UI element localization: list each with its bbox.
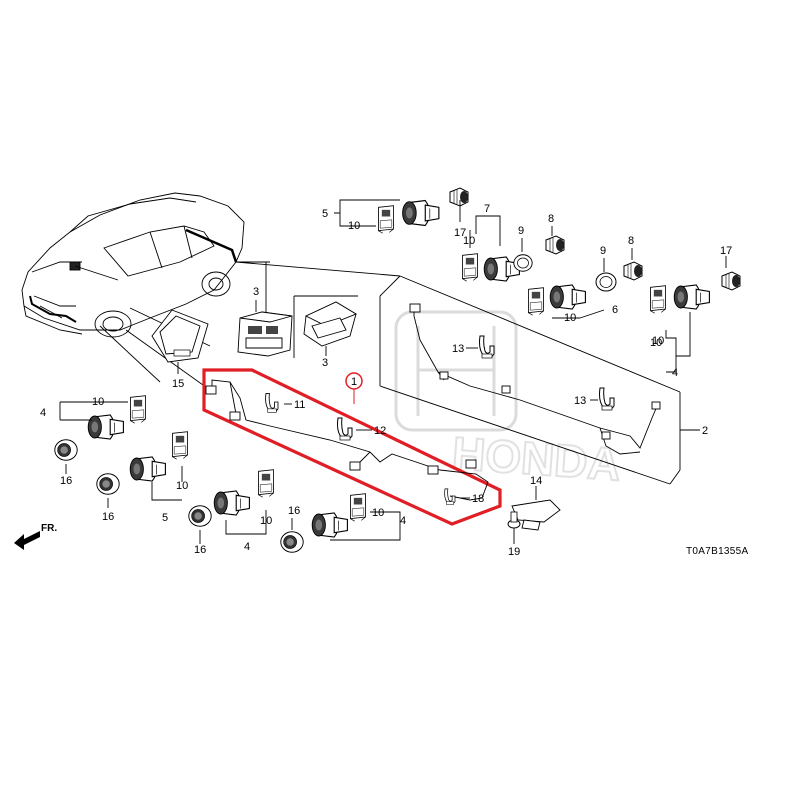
callout-18: 18 [472, 493, 484, 505]
callout-5b: 5 [162, 512, 168, 524]
callout-4b: 4 [244, 541, 250, 553]
clip-11 [265, 392, 279, 413]
callout-19: 19 [508, 546, 520, 558]
clip-13-lower [599, 387, 615, 411]
callout-8b: 8 [628, 235, 634, 247]
callout-6: 6 [612, 304, 618, 316]
callout-10c: 10 [564, 312, 576, 324]
callout-17a: 17 [454, 227, 466, 239]
callout-9a: 9 [518, 225, 524, 237]
callout-4a: 4 [40, 407, 46, 419]
highlight-box-part-1 [202, 368, 502, 526]
callout-4c: 4 [400, 515, 406, 527]
callout-10i: 10 [650, 337, 662, 349]
callout-14: 14 [530, 475, 542, 487]
callout-10b: 10 [463, 235, 475, 247]
car-illustration [21, 192, 401, 391]
callout-1: 1 [351, 376, 357, 388]
control-unit-15 [151, 309, 209, 363]
honda-watermark: HONDA [394, 310, 623, 491]
callout-13a: 13 [452, 343, 464, 355]
callout-7: 7 [484, 203, 490, 215]
clip-18 [444, 488, 456, 506]
callout-3b: 3 [322, 357, 328, 369]
sensor-harness-2 [409, 303, 661, 455]
clip-12 [337, 417, 353, 441]
bracket-14 [511, 499, 561, 531]
callout-16d: 16 [288, 505, 300, 517]
callout-3a: 3 [253, 286, 259, 298]
callout-labels: 1 2 3 3 4 4 4 4 5 5 6 7 8 8 9 9 10 10 10… [40, 203, 732, 558]
callout-11: 11 [294, 399, 305, 411]
callout-16b: 16 [102, 511, 114, 523]
callout-10g: 10 [260, 515, 272, 527]
callout-2: 2 [702, 425, 708, 437]
callout-10d: 10 [652, 335, 664, 347]
sensor-group-top [377, 187, 741, 316]
front-arrow-icon [14, 531, 40, 550]
exploded-view-frame [265, 262, 681, 485]
front-direction-indicator: FR. [14, 523, 57, 550]
callout-5a: 5 [322, 208, 328, 220]
callout-12: 12 [374, 425, 386, 437]
front-direction-label: FR. [41, 523, 57, 534]
callout-13b: 13 [574, 395, 586, 407]
clip-13-upper [479, 335, 495, 359]
bumper-harness-1 [205, 379, 489, 501]
callout-17b: 17 [720, 245, 732, 257]
control-unit-3b [303, 301, 358, 347]
callout-10f: 10 [176, 480, 188, 492]
callout-9b: 9 [600, 245, 606, 257]
callout-8a: 8 [548, 213, 554, 225]
callout-15: 15 [172, 378, 184, 390]
callout-10a: 10 [348, 220, 360, 232]
sensor-group-bottom [54, 395, 367, 553]
callout-10e: 10 [92, 396, 104, 408]
control-unit-3a [237, 311, 293, 357]
callout-10h: 10 [372, 507, 384, 519]
callout-16a: 16 [60, 475, 72, 487]
callout-16c: 16 [194, 544, 206, 556]
diagram-code: T0A7B1355A [686, 546, 749, 557]
leader-lines [59, 199, 727, 544]
callout-4d: 4 [672, 367, 678, 379]
